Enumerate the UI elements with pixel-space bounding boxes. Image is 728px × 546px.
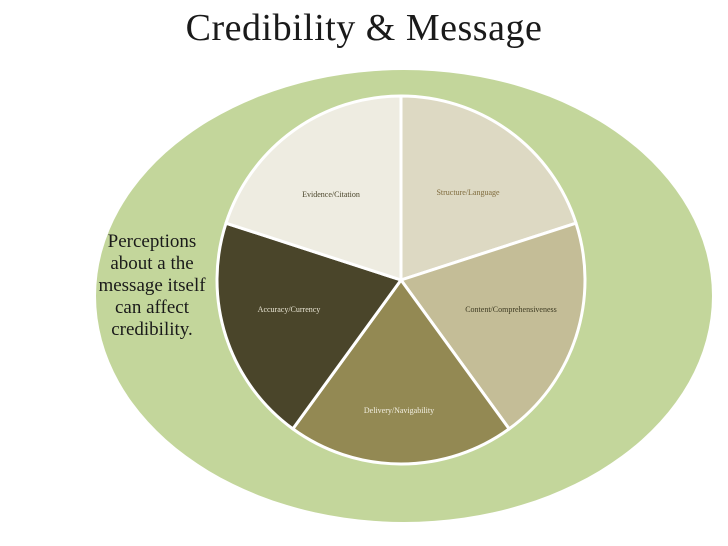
side-note-line-5: credibility.	[111, 319, 193, 340]
segment-evidence-citation	[224, 94, 403, 282]
segment-accuracy-currency	[215, 221, 403, 431]
segment-delivery-navigability	[291, 278, 511, 466]
side-note-line-1: Perceptions	[107, 231, 197, 252]
side-note: Perceptions about a the message itself c…	[86, 231, 218, 341]
segment-label-delivery-navigability: Delivery/Navigability	[364, 406, 434, 415]
side-note-line-3: message itself	[98, 275, 206, 296]
segment-label-evidence-citation: Evidence/Citation	[302, 190, 360, 199]
slide-title: Credibility & Message	[185, 7, 543, 49]
side-note-line-4: can affect	[114, 297, 189, 318]
segment-label-structure-language: Structure/Language	[436, 188, 500, 197]
segment-label-accuracy-currency: Accuracy/Currency	[258, 305, 321, 314]
message-pie: Structure/LanguageContent/Comprehensiven…	[215, 94, 587, 466]
segment-structure-language	[399, 94, 578, 282]
segment-content-comprehensiveness	[399, 221, 587, 431]
side-note-line-2: about a the	[110, 253, 194, 274]
segment-label-content-comprehensiveness: Content/Comprehensiveness	[465, 305, 557, 314]
